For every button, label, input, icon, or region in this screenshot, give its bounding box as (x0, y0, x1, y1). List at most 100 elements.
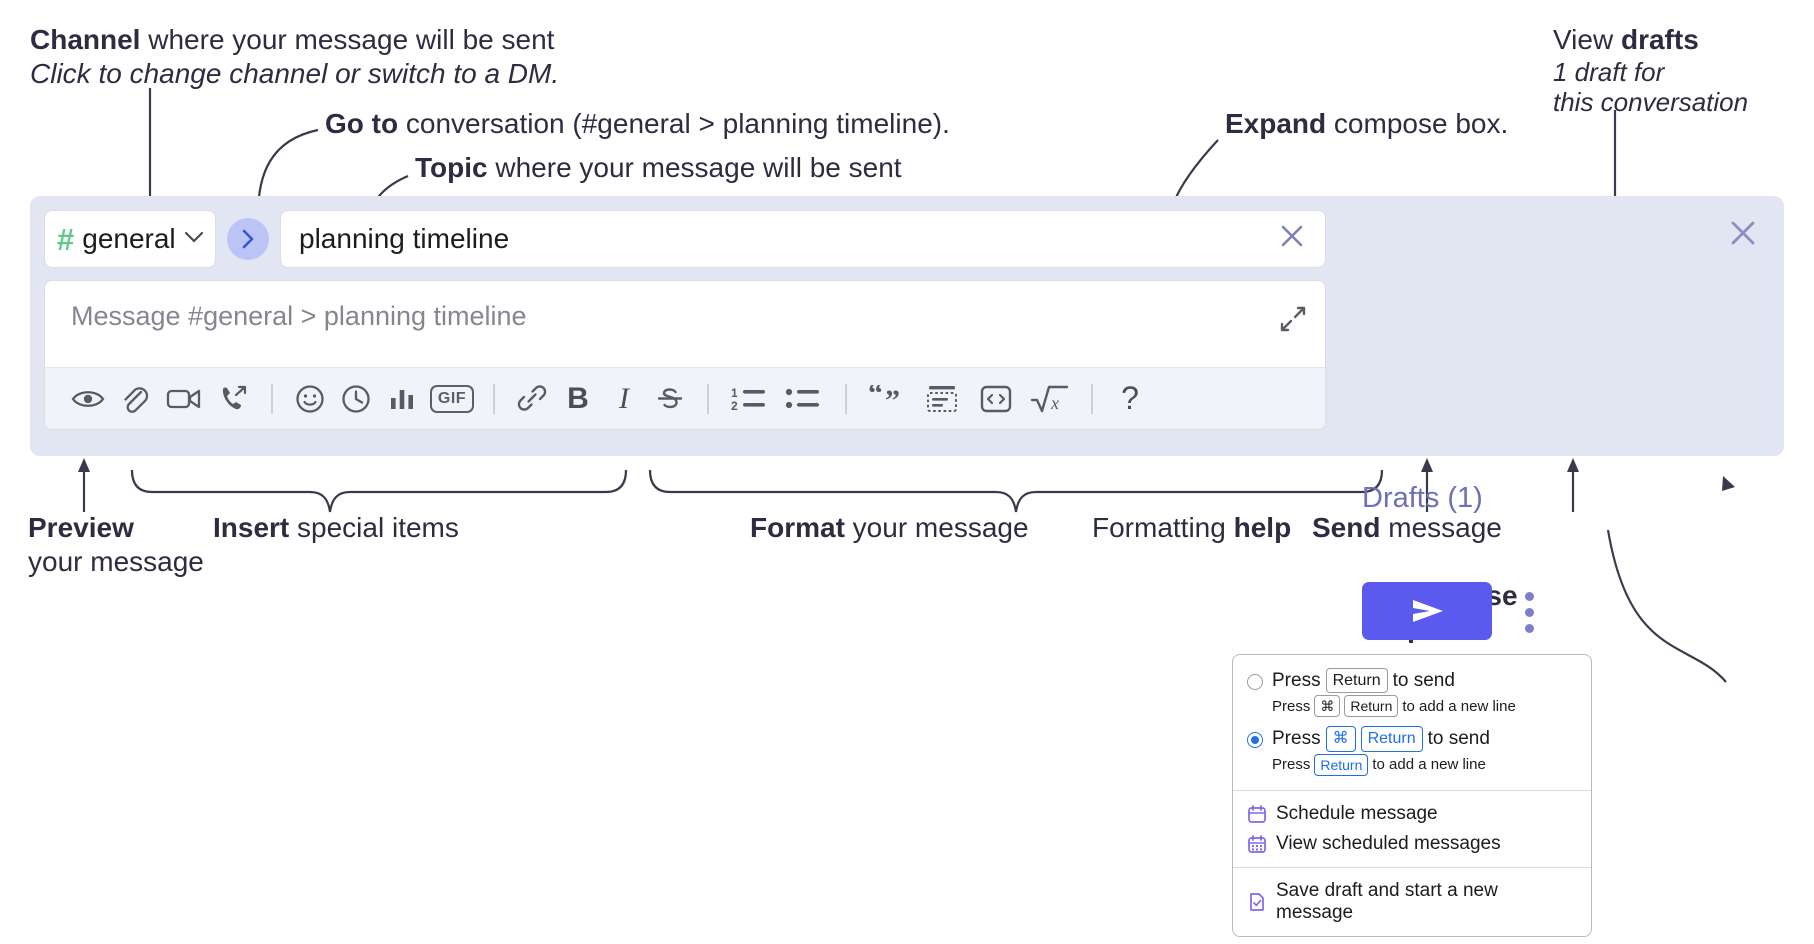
gif-button[interactable]: GIF (425, 376, 479, 422)
menu-item-schedule-message[interactable]: Schedule message (1233, 799, 1591, 829)
attach-file-button[interactable] (111, 376, 157, 422)
annotation-expand: Expand compose box. (1225, 108, 1509, 139)
italic-button[interactable]: I (601, 376, 647, 422)
smiley-icon (296, 384, 324, 413)
phone-forward-icon (222, 385, 247, 409)
chevron-down-icon (184, 228, 204, 250)
toolbar-divider (707, 383, 709, 414)
clock-icon (342, 384, 370, 413)
go-to-conversation-button[interactable] (227, 218, 269, 260)
leader-compose-options (1606, 529, 1727, 683)
bar-chart-icon (391, 389, 413, 409)
press-label: Press (1272, 728, 1321, 750)
key-return: Return (1314, 753, 1369, 776)
bold-button[interactable]: B (555, 376, 601, 422)
annotation-channel: Channel where your message will be sent (30, 24, 555, 55)
send-option-return-main: Press Return to send (1272, 668, 1455, 694)
eye-icon (71, 390, 105, 407)
bulleted-list-button[interactable] (777, 376, 831, 422)
send-option-cmd-return-sub: Press Return to add a new line (1233, 752, 1591, 782)
topic-value: planning timeline (299, 223, 510, 254)
document-check-icon (1250, 893, 1264, 911)
send-option-return-sub: Press ⌘ Return to add a new line (1233, 693, 1591, 723)
message-input-box: Message #general > planning timeline (44, 280, 1326, 430)
close-icon[interactable] (1728, 218, 1758, 253)
ordered-list-icon: 1 2 (731, 386, 765, 413)
expand-icon[interactable] (1279, 305, 1307, 333)
gif-label: GIF (429, 384, 475, 413)
send-option-cmd-return-main: Press ⌘ Return to send (1272, 726, 1490, 752)
square-root-icon: x (1030, 385, 1069, 413)
send-option-cmd-return-body: Press ⌘ Return to send (1272, 726, 1490, 752)
blockquote-button[interactable]: “ ” (861, 376, 915, 422)
annotation-insert: Insert special items (213, 512, 459, 543)
bulleted-list-icon (785, 388, 819, 408)
menu-item-save-draft[interactable]: Save draft and start a new message (1233, 876, 1591, 928)
calendar-grid-icon (1248, 835, 1266, 853)
svg-text:2: 2 (731, 399, 738, 413)
send-option-cmd-return[interactable]: Press ⌘ Return to send (1233, 723, 1591, 752)
radio-button[interactable] (1247, 674, 1263, 690)
preview-button[interactable] (65, 376, 111, 422)
annotation-drafts-sub2: this conversation (1553, 87, 1749, 117)
send-button[interactable] (1362, 582, 1492, 640)
annotation-format: Format your message (750, 512, 1029, 543)
chevron-right-icon (242, 229, 254, 249)
svg-text:”: ” (885, 385, 900, 413)
menu-item-label: Schedule message (1276, 802, 1438, 824)
forward-call-button[interactable] (211, 376, 257, 422)
kebab-dot (1524, 623, 1534, 633)
annotation-send: Send message (1312, 512, 1502, 543)
new-line-label: to add a new line (1402, 697, 1516, 715)
send-option-return-body: Press Return to send (1272, 668, 1455, 694)
formatting-help-button[interactable]: ? (1107, 376, 1153, 422)
menu-divider (1233, 866, 1591, 868)
paper-plane-icon (1413, 600, 1443, 622)
toolbar-divider (1091, 383, 1093, 414)
key-return: Return (1360, 726, 1423, 752)
drafts-link[interactable]: Drafts (1) (1362, 482, 1483, 514)
kebab-dot (1524, 591, 1534, 601)
close-icon[interactable] (1275, 223, 1309, 255)
to-send-label: to send (1392, 669, 1455, 691)
emoji-button[interactable] (287, 376, 333, 422)
link-button[interactable] (509, 376, 555, 422)
compose-right-panel: Drafts (1) (1326, 196, 1784, 640)
compose-main-column: # general planning timeline (44, 210, 1326, 430)
compose-options-menu: Press Return to send Press ⌘ Return to a… (1232, 654, 1592, 937)
math-button[interactable]: x (1023, 376, 1077, 422)
code-block-button[interactable] (915, 376, 969, 422)
channel-selector[interactable]: # general (44, 210, 216, 268)
key-return: Return (1325, 668, 1388, 694)
press-label: Press (1272, 756, 1311, 774)
menu-item-view-scheduled[interactable]: View scheduled messages (1233, 829, 1591, 859)
question-mark-icon: ? (1121, 380, 1139, 416)
send-option-return[interactable]: Press Return to send (1233, 665, 1591, 694)
ordered-list-button[interactable]: 1 2 (723, 376, 777, 422)
topic-input[interactable]: planning timeline (280, 210, 1326, 268)
toolbar-divider (271, 383, 273, 414)
key-command: ⌘ (1314, 695, 1341, 718)
key-return: Return (1344, 695, 1399, 718)
hash-icon: # (57, 221, 75, 257)
reminder-button[interactable] (333, 376, 379, 422)
message-textarea[interactable]: Message #general > planning timeline (45, 281, 1325, 367)
video-camera-icon (166, 389, 201, 408)
press-label: Press (1272, 669, 1321, 691)
svg-text:1: 1 (731, 386, 738, 400)
record-video-button[interactable] (157, 376, 211, 422)
compose-options-button[interactable] (1514, 584, 1544, 640)
calendar-icon (1248, 805, 1266, 823)
channel-name-label: general (82, 223, 176, 254)
message-placeholder: Message #general > planning timeline (71, 301, 527, 331)
strikethrough-button[interactable] (647, 376, 693, 422)
menu-divider (1233, 789, 1591, 791)
inline-code-button[interactable] (969, 376, 1023, 422)
code-block-icon (927, 385, 957, 412)
menu-item-label: View scheduled messages (1276, 832, 1501, 854)
annotation-channel-sub: Click to change channel or switch to a D… (30, 58, 560, 89)
channel-and-topic-row: # general planning timeline (44, 210, 1326, 268)
poll-button[interactable] (379, 376, 425, 422)
radio-button-selected[interactable] (1247, 732, 1263, 749)
